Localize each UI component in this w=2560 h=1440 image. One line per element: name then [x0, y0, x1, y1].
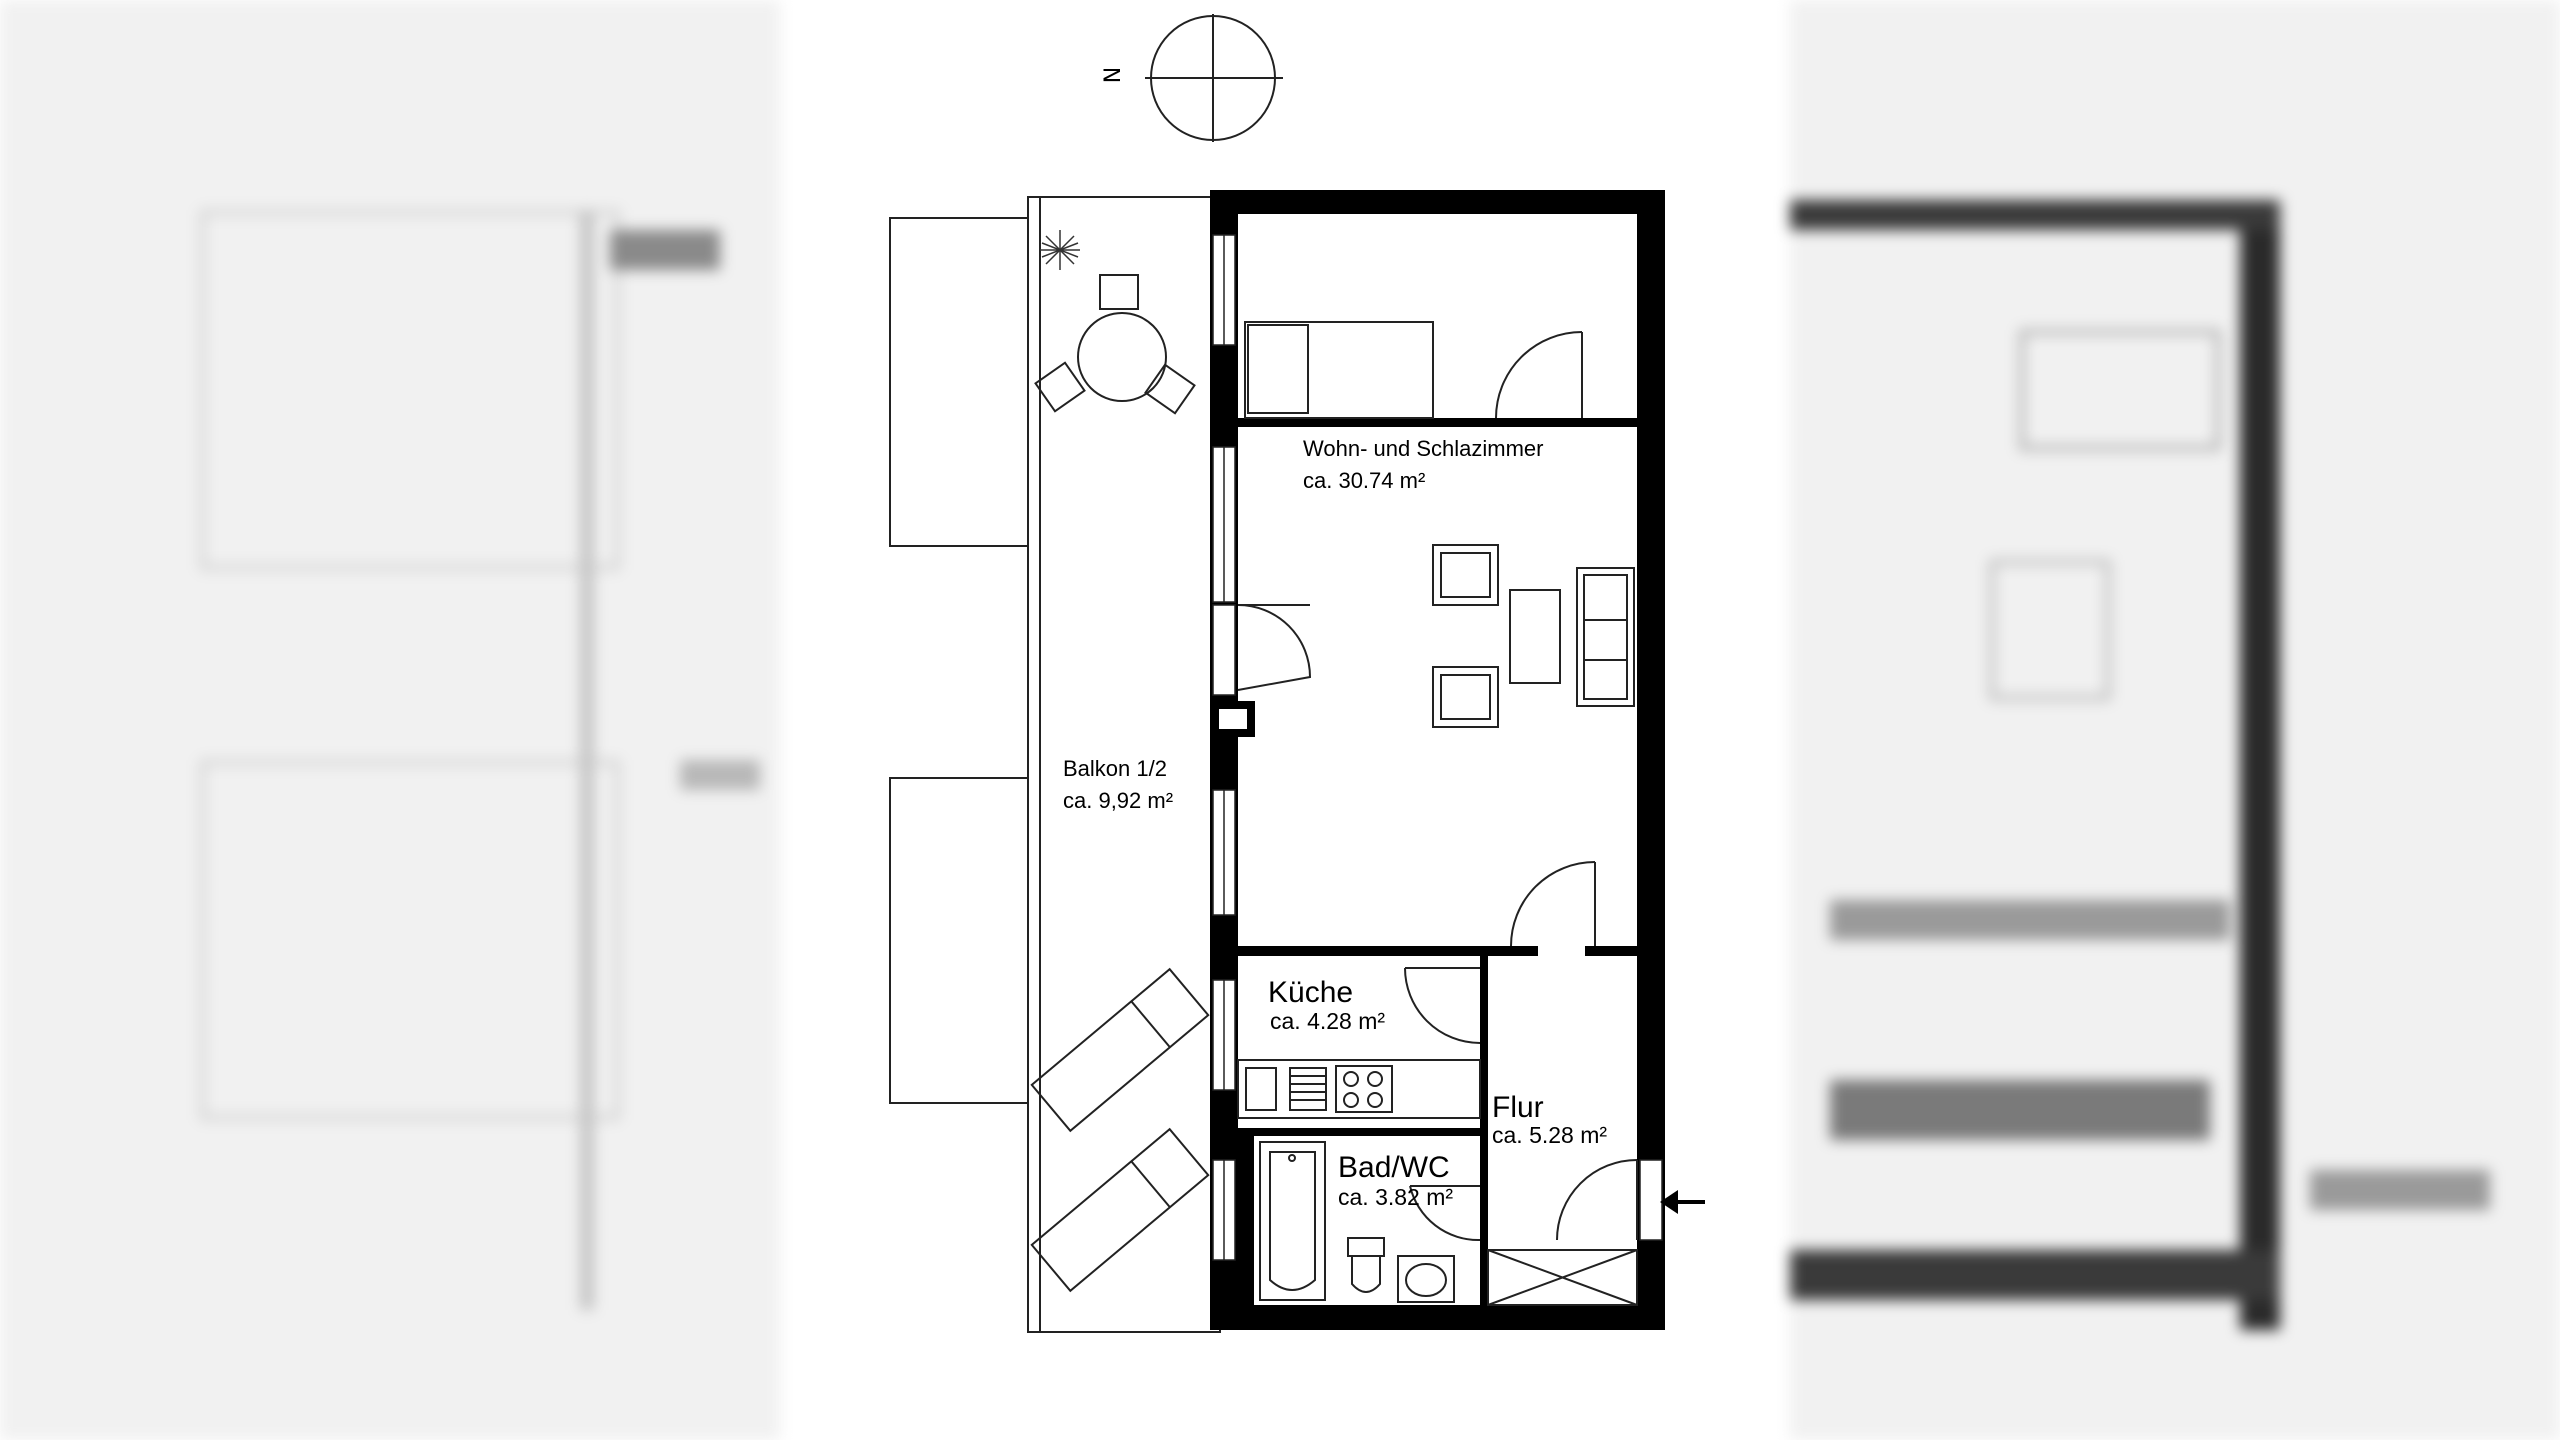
living-room-area: ca. 30.74 m²	[1303, 468, 1426, 493]
windows	[1211, 234, 1663, 1261]
bath-name: Bad/WC	[1338, 1151, 1450, 1184]
living-room-name: Wohn- und Schlazimmer	[1303, 436, 1544, 461]
door	[1556, 1159, 1638, 1241]
bathtub	[1259, 1141, 1326, 1301]
armchair	[1432, 544, 1499, 606]
door	[1404, 967, 1481, 1044]
kitchen-counter	[1237, 1059, 1481, 1119]
balcony-area: ca. 9,92 m²	[1063, 788, 1174, 813]
plant-icon	[1040, 230, 1080, 270]
compass-icon	[1145, 14, 1283, 142]
balcony-table	[1034, 274, 1196, 415]
sofa	[1576, 567, 1635, 707]
door	[1409, 1185, 1481, 1242]
exterior-walls	[1210, 190, 1665, 1330]
sink	[1397, 1255, 1455, 1303]
compass-north-label: N	[1101, 66, 1127, 84]
entrance-arrow-icon	[1660, 1190, 1705, 1214]
bath-area: ca. 3.82 m²	[1338, 1184, 1454, 1210]
kitchen-area: ca. 4.28 m²	[1270, 1008, 1386, 1034]
sun-lounger	[1030, 1127, 1210, 1293]
balcony-name: Balkon 1/2	[1063, 756, 1167, 781]
wardrobe	[1487, 1249, 1638, 1306]
hall-name: Flur	[1492, 1091, 1544, 1124]
balcony-outline	[889, 196, 1221, 1333]
interior-walls	[1238, 418, 1637, 1306]
coffee-table	[1509, 589, 1561, 684]
blurred-background-right	[1790, 0, 2560, 1440]
armchair	[1432, 666, 1499, 728]
hall-area: ca. 5.28 m²	[1492, 1122, 1608, 1148]
toilet	[1347, 1237, 1385, 1293]
wardrobe	[1244, 321, 1434, 419]
door	[1510, 861, 1596, 947]
door	[1495, 331, 1583, 419]
door	[1237, 604, 1312, 691]
kitchen-name: Küche	[1268, 976, 1354, 1009]
blurred-background-left	[0, 0, 780, 1440]
sun-lounger	[1030, 967, 1210, 1133]
